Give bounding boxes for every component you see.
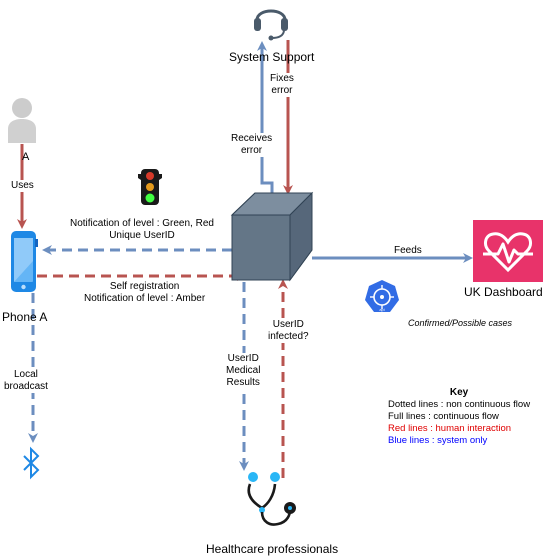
legend-blue: Blue lines : system only	[388, 435, 488, 446]
kubernetes-api-icon: api	[365, 280, 399, 312]
legend-key: Key Dotted lines : non continuous flow F…	[388, 387, 530, 447]
person-a-label: A	[22, 151, 30, 163]
uk-dashboard-label: UK Dashboard	[464, 285, 543, 299]
edge-label-line: Unique UserID	[109, 230, 175, 241]
edge-label-line: Notification of level : Green, Red	[70, 218, 214, 229]
legend-full: Full lines : continuous flow	[388, 411, 499, 422]
stethoscope-icon	[247, 472, 296, 526]
person-icon	[8, 98, 36, 143]
edge-label-line: Fixes	[270, 73, 294, 84]
server-cube-icon	[230, 191, 314, 282]
edge-label-line: Local	[14, 369, 38, 380]
edge-label-line: Medical	[226, 365, 261, 376]
health-dashboard-icon	[473, 220, 543, 282]
bluetooth-icon	[23, 446, 40, 480]
edge-label-line: Self registration	[109, 281, 180, 292]
edge-label-line: infected?	[268, 331, 309, 342]
edge-label-line: Notification of level : Amber	[84, 293, 206, 304]
healthcare-label: Healthcare professionals	[206, 542, 339, 556]
legend-title: Key	[449, 387, 469, 398]
edge-label-fixes-error: Fixes error	[270, 73, 294, 97]
legend-dotted: Dotted lines : non continuous flow	[388, 399, 531, 410]
edge-label-line: Receives	[231, 133, 273, 144]
edge-label-line: UserID	[227, 353, 259, 364]
edge-label-line: broadcast	[4, 381, 48, 392]
edge-label-local-broadcast: Local broadcast	[4, 369, 48, 393]
edge-label-line: error	[241, 145, 263, 156]
edge-label-userid-medical-results: UserID Medical Results	[226, 353, 261, 389]
edge-label-receives-error: Receives error	[231, 133, 273, 157]
phone-a-label: Phone A	[2, 310, 48, 324]
edge-label-self-registration: Self registration Notification of level …	[84, 281, 205, 305]
edge-label-uses: Uses	[11, 180, 34, 192]
traffic-light-icon	[138, 169, 162, 205]
edge-label-line: Results	[226, 377, 260, 388]
svg-text:api: api	[379, 307, 384, 312]
edge-label-feeds: Feeds	[394, 245, 422, 256]
legend-red: Red lines : human interaction	[388, 423, 512, 434]
headset-icon	[254, 9, 288, 41]
edge-label-line: UserID	[272, 319, 304, 330]
edge-receives-error	[257, 41, 274, 196]
edge-label-notification: Notification of level : Green, Red Uniqu…	[70, 218, 214, 242]
edge-label-line: error	[271, 85, 293, 96]
phone-icon	[11, 231, 38, 292]
confirmed-possible-cases-caption: Confirmed/Possible cases	[408, 317, 513, 329]
system-support-label: System Support	[229, 50, 315, 64]
edge-label-userid-infected: UserID infected?	[268, 319, 309, 343]
